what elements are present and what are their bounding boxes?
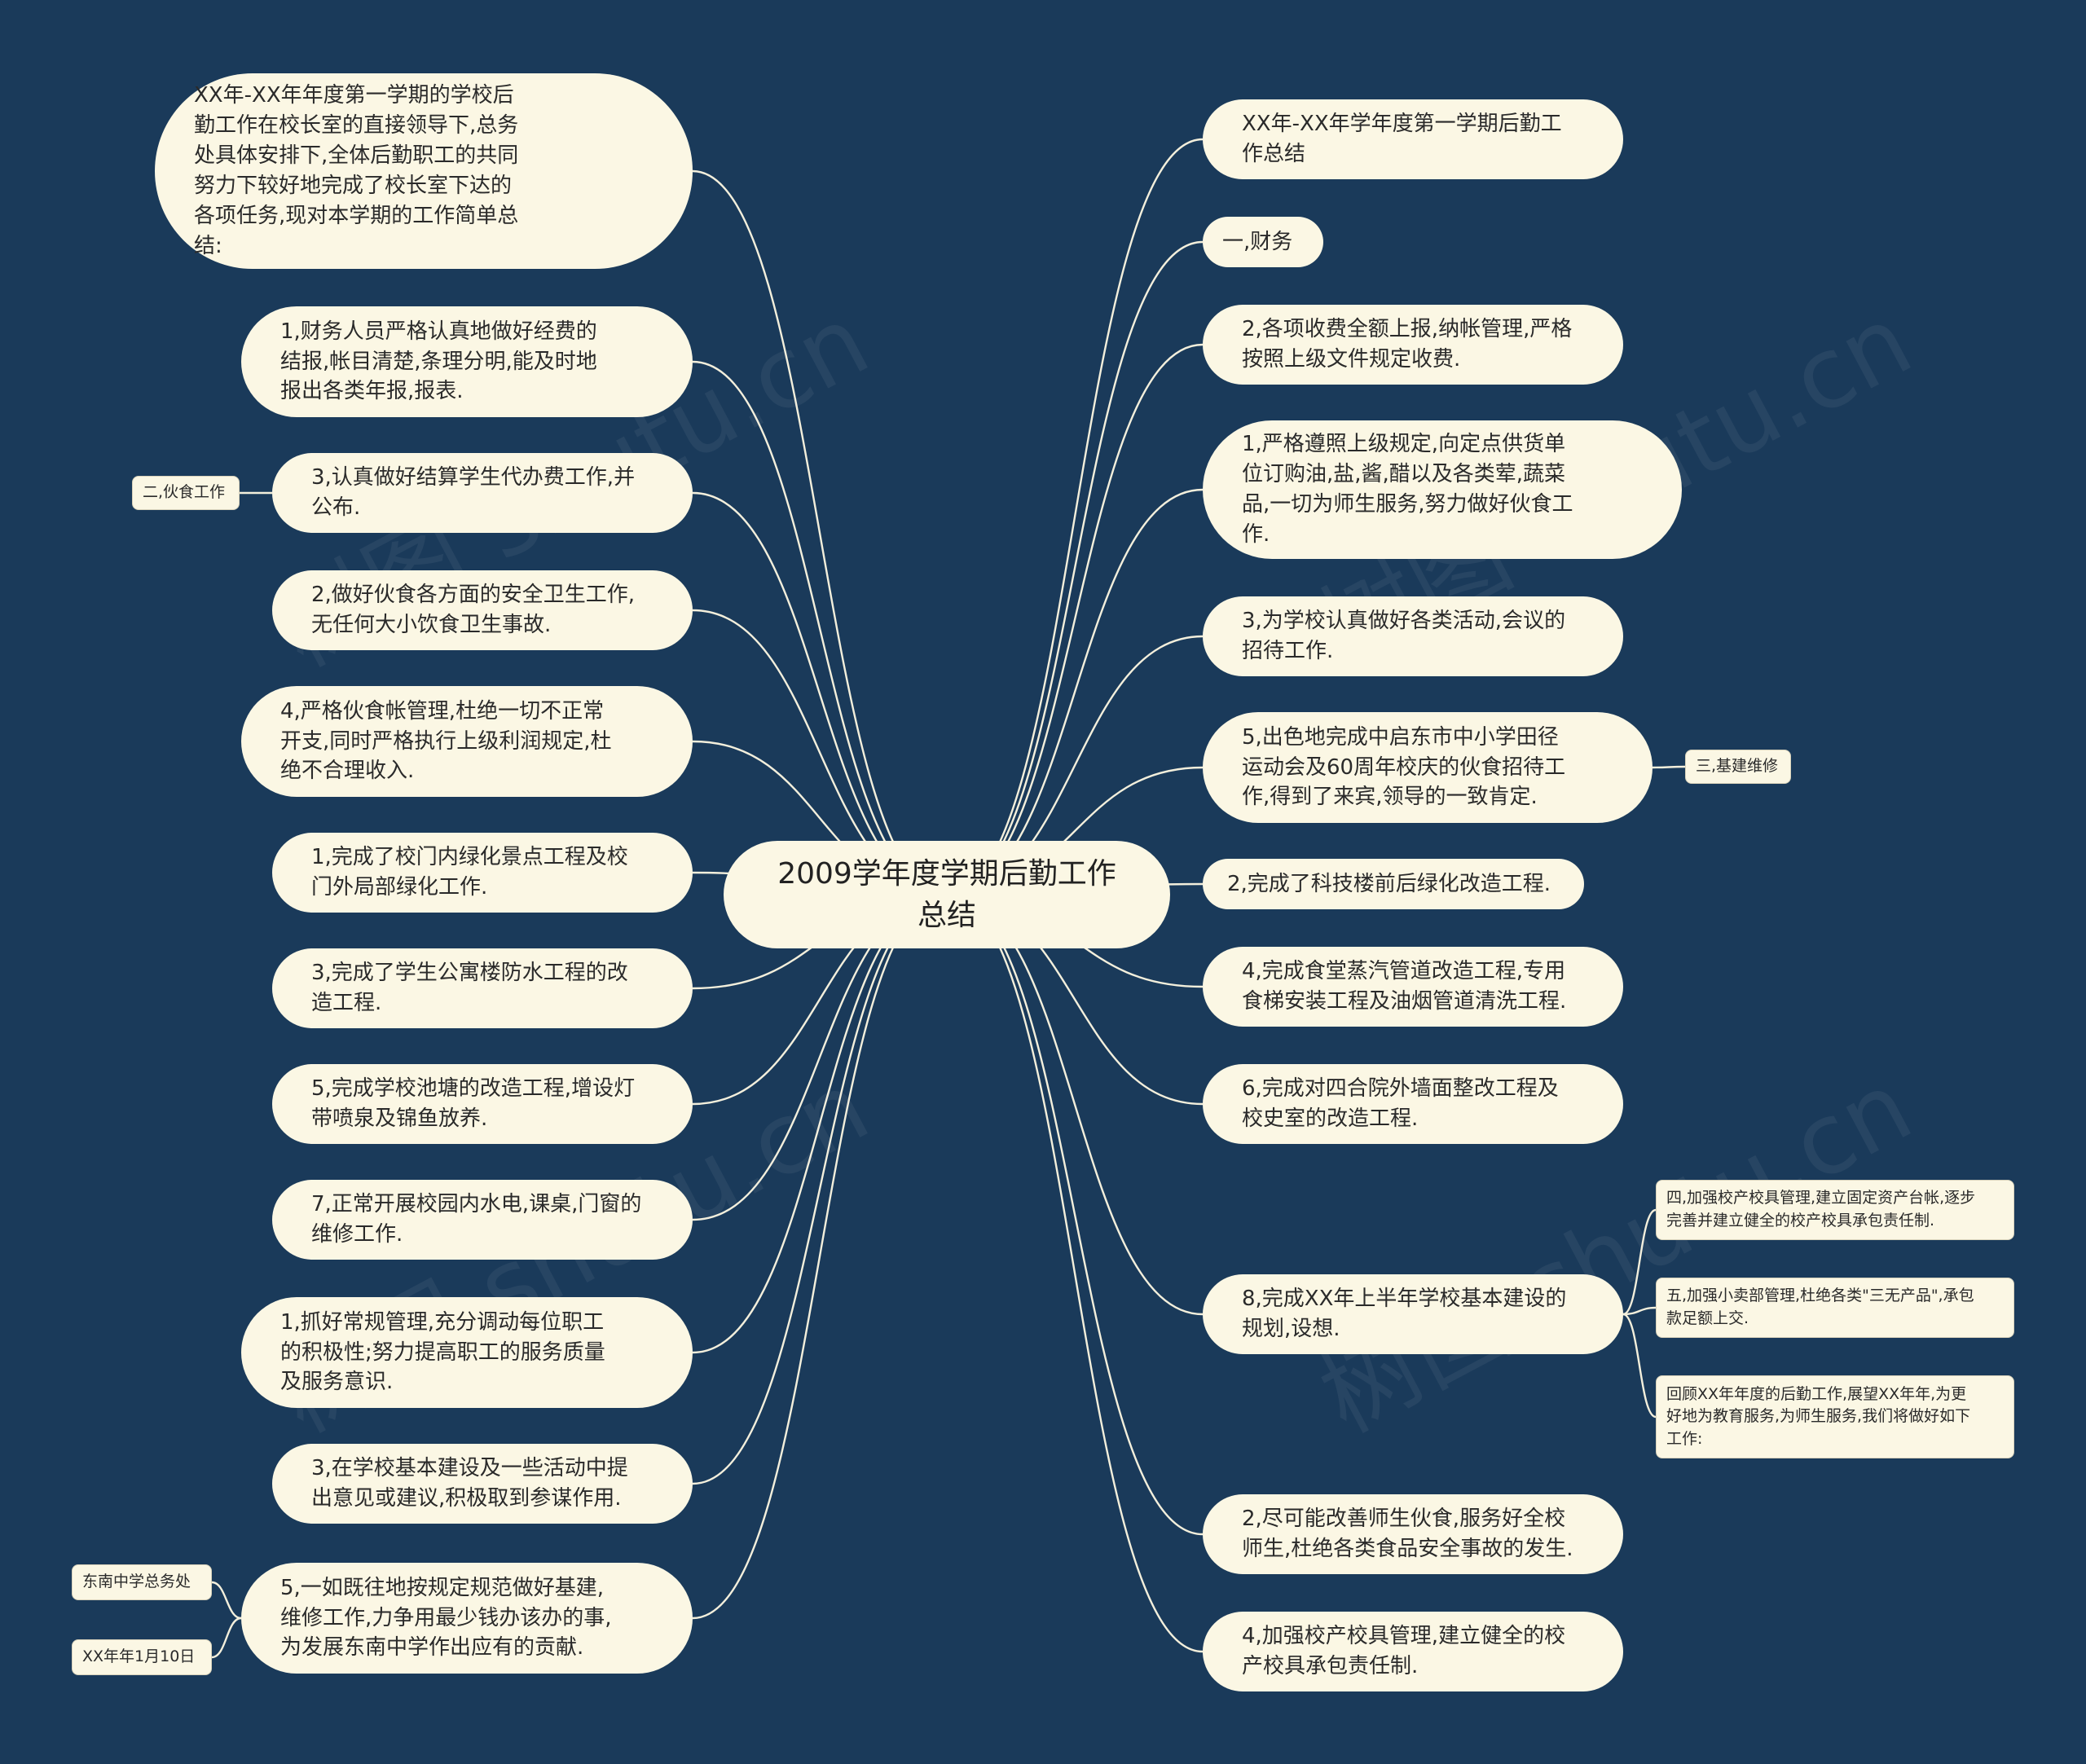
right-topic[interactable]: 4,完成食堂蒸汽管道改造工程,专用 食梯安装工程及油烟管道清洗工程. [1203, 947, 1623, 1027]
subtopic-shop-management[interactable]: 五,加强小卖部管理,杜绝各类"三无产品",承包 款足额上交. [1656, 1278, 2014, 1338]
right-topic[interactable]: 2,各项收费全额上报,纳帐管理,严格 按照上级文件规定收费. [1203, 305, 1623, 385]
right-topic[interactable]: 1,严格遵照上级规定,向定点供货单 位订购油,盐,酱,醋以及各类荤,蔬菜 品,一… [1203, 420, 1682, 559]
link-right-11 [946, 893, 1204, 1653]
left-topic[interactable]: 7,正常开展校园内水电,课桌,门窗的 维修工作. [272, 1180, 693, 1260]
subtopic-construction[interactable]: 三,基建维修 [1685, 750, 1791, 784]
link-left-9 [692, 893, 948, 1354]
right-topic[interactable]: 5,出色地完成中启东市中小学田径 运动会及60周年校庆的伙食招待工 作,得到了来… [1203, 712, 1653, 823]
link-right-2 [946, 343, 1204, 896]
right-topic[interactable]: 3,为学校认真做好各类活动,会议的 招待工作. [1203, 596, 1623, 676]
left-topic[interactable]: 4,严格伙食帐管理,杜绝一切不正常 开支,同时严格执行上级利润规定,杜 绝不合理… [241, 686, 693, 797]
subtopic-asset-management[interactable]: 四,加强校产校具管理,建立固定资产台帐,逐步 完善并建立健全的校产校具承包责任制… [1656, 1180, 2014, 1240]
right-topic[interactable]: 2,尽可能改善师生伙食,服务好全校 师生,杜绝各类食品安全事故的发生. [1203, 1494, 1623, 1574]
left-topic[interactable]: 1,抓好常规管理,充分调动每位职工 的积极性;努力提高职工的服务质量 及服务意识… [241, 1297, 693, 1408]
right-topic[interactable]: 2,完成了科技楼前后绿化改造工程. [1203, 859, 1584, 909]
subtopic-review[interactable]: 回顾XX年年度的后勤工作,展望XX年年,为更 好地为教育服务,为师生服务,我们将… [1656, 1375, 2014, 1458]
link-left-11 [692, 893, 948, 1620]
link-right-1 [946, 240, 1204, 896]
link-left-0 [692, 169, 948, 896]
left-topic[interactable]: 5,完成学校池塘的改造工程,增设灯 带喷泉及锦鱼放养. [272, 1064, 693, 1144]
link-left-10 [692, 893, 948, 1485]
right-topic[interactable]: 6,完成对四合院外墙面整改工程及 校史室的改造工程. [1203, 1064, 1623, 1144]
link-S_date [211, 1617, 242, 1659]
right-topic[interactable]: 一,财务 [1203, 217, 1323, 267]
link-left-1 [692, 360, 948, 896]
central-topic[interactable]: 2009学年度学期后勤工作 总结 [724, 841, 1170, 948]
link-S_office [211, 1581, 242, 1620]
left-topic[interactable]: 1,财务人员严格认真地做好经费的 结报,帐目清楚,条理分明,能及时地 报出各类年… [241, 306, 693, 417]
left-topic[interactable]: 3,认真做好结算学生代办费工作,并 公布. [272, 453, 693, 533]
subtopic-canteen[interactable]: 二,伙食工作 [132, 476, 240, 510]
link-S_item5 [1622, 1306, 1657, 1316]
left-topic[interactable]: XX年-XX年年度第一学期的学校后 勤工作在校长室的直接领导下,总务 处具体安排… [155, 73, 693, 269]
link-right-0 [946, 138, 1204, 896]
signature-office[interactable]: 东南中学总务处 [72, 1564, 212, 1600]
signature-date[interactable]: XX年年1月10日 [72, 1639, 212, 1675]
left-topic[interactable]: 5,一如既往地按规定规范做好基建, 维修工作,力争用最少钱办该办的事, 为发展东… [241, 1563, 693, 1674]
link-right-10 [946, 893, 1204, 1536]
left-topic[interactable]: 2,做好伙食各方面的安全卫生工作, 无任何大小饮食卫生事故. [272, 570, 693, 650]
right-topic[interactable]: XX年-XX年学年度第一学期后勤工 作总结 [1203, 99, 1623, 179]
link-right-9 [946, 893, 1204, 1316]
link-left-2 [692, 491, 948, 896]
right-topic[interactable]: 8,完成XX年上半年学校基本建设的 规划,设想. [1203, 1274, 1623, 1354]
left-topic[interactable]: 3,完成了学生公寓楼防水工程的改 造工程. [272, 948, 693, 1028]
left-topic[interactable]: 1,完成了校门内绿化景点工程及校 门外局部绿化工作. [272, 833, 693, 913]
link-construction [1652, 765, 1686, 769]
link-right-3 [946, 488, 1204, 896]
link-S_review [1622, 1313, 1657, 1419]
left-topic[interactable]: 3,在学校基本建设及一些活动中提 出意见或建议,积极取到参谋作用. [272, 1444, 693, 1524]
link-S_item4 [1622, 1208, 1657, 1316]
right-topic[interactable]: 4,加强校产校具管理,建立健全的校 产校具承包责任制. [1203, 1612, 1623, 1691]
